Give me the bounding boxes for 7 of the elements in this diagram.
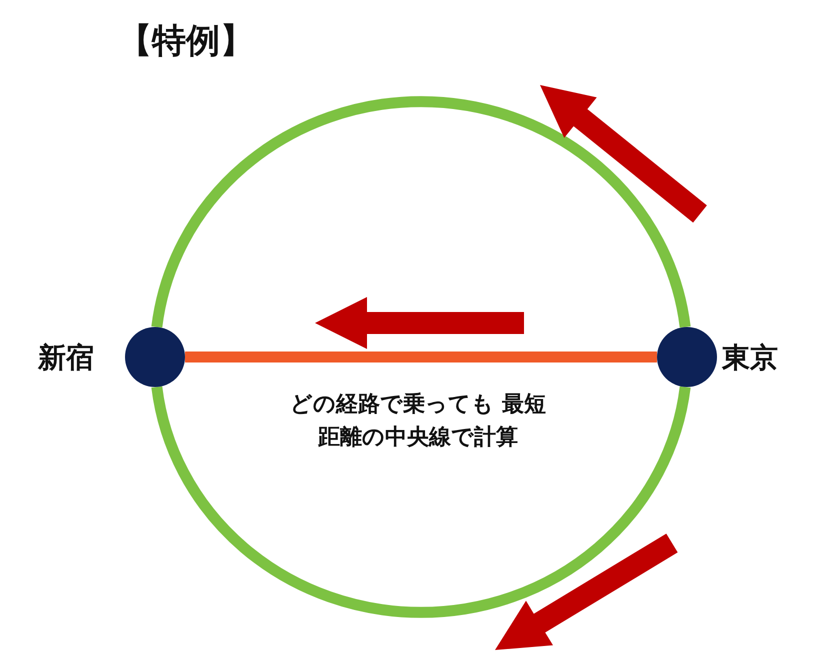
route-line bbox=[151, 386, 691, 618]
route-line bbox=[185, 352, 657, 362]
route-line bbox=[151, 96, 691, 328]
station-name: 新宿 bbox=[38, 340, 94, 376]
station-name: 東京 bbox=[722, 340, 778, 376]
note-text: どの経路で乗っても 最短距離の中央線で計算 bbox=[289, 391, 547, 452]
title: 【特例】 bbox=[118, 20, 254, 63]
